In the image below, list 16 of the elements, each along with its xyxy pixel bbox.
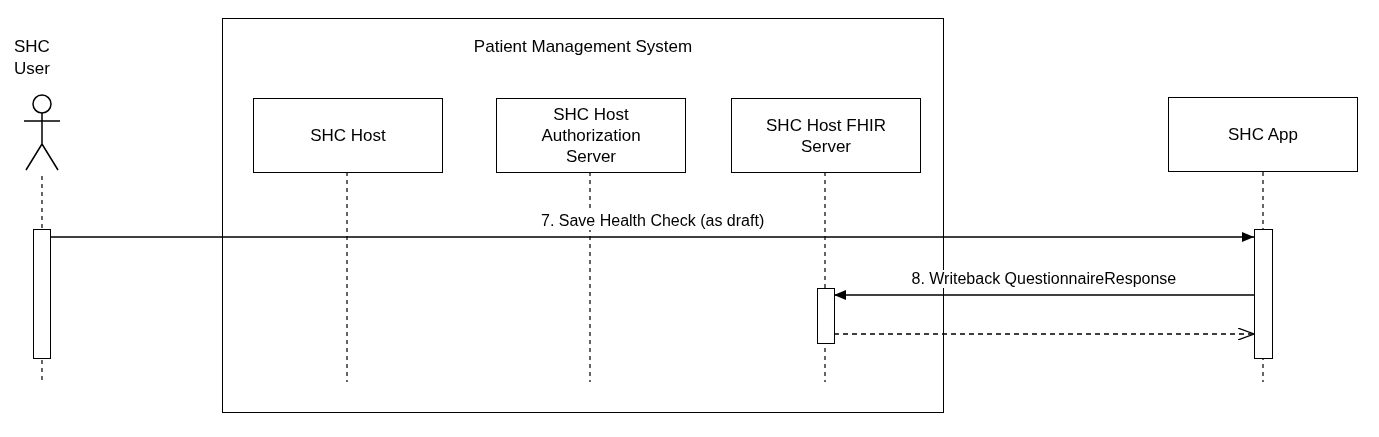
activation-bar <box>1254 229 1273 359</box>
participant-name: SHC Host Authorization Server <box>540 104 642 167</box>
participant-name: SHC Host <box>309 125 387 146</box>
activation-bar <box>33 229 51 359</box>
activation-bar <box>817 288 835 344</box>
participant-name: SHC Host FHIR Server <box>766 114 886 157</box>
participant-name: SHC App <box>1227 124 1299 145</box>
participant-box <box>731 98 921 173</box>
system-title: Patient Management System <box>473 37 693 57</box>
message-arrow <box>50 232 1255 242</box>
return-arrow <box>833 327 1255 341</box>
participant-box <box>496 98 686 173</box>
actor-label: SHC User <box>14 36 51 80</box>
message-arrow <box>833 290 1255 300</box>
participant-box <box>1168 97 1358 172</box>
participant-box <box>253 98 443 173</box>
